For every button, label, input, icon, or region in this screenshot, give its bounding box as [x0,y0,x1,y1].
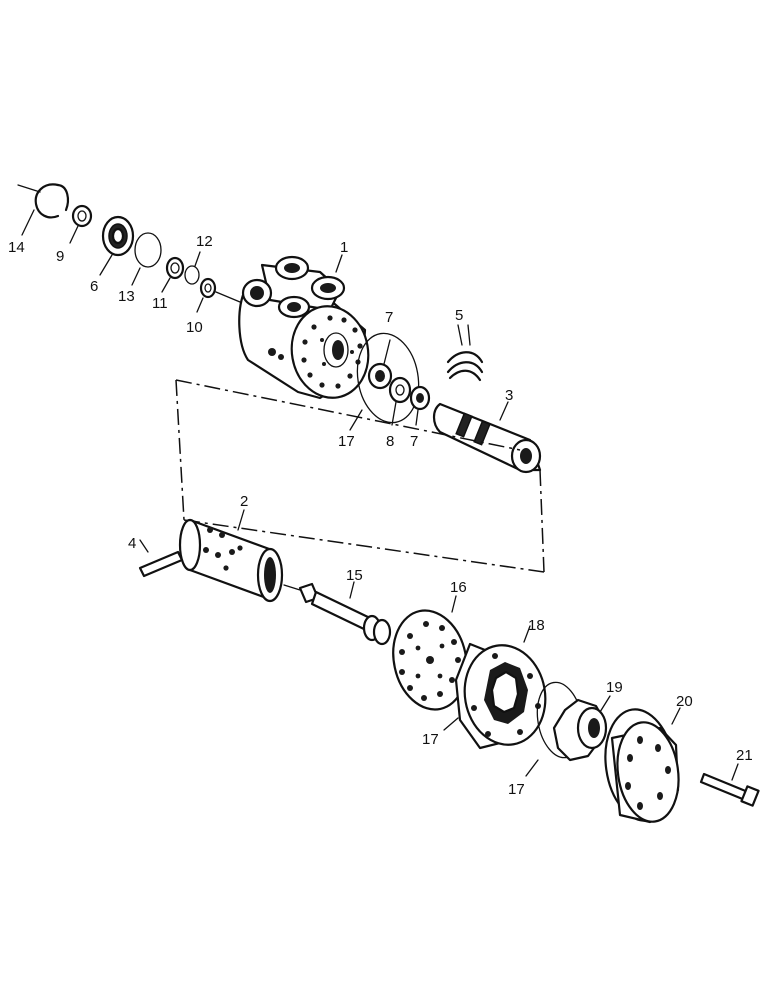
part-10-seal [196,277,217,313]
part-21-bolt [699,763,760,807]
part-6-nut [99,215,135,276]
callout-17-upper: 17 [338,433,355,450]
centerline-upper [17,184,41,193]
part-17-gasket-upper [349,332,420,431]
part-19-rotor [552,695,611,762]
part-13-o-ring [131,232,162,286]
callout-2: 2 [240,493,248,510]
callout-8: 8 [386,433,394,450]
callout-14: 14 [8,239,25,256]
callout-1: 1 [340,239,348,256]
callout-12: 12 [196,233,213,250]
callout-21: 21 [736,747,753,764]
callout-6: 6 [90,278,98,295]
part-5-springs [446,324,484,382]
alignment-line-bottom [183,519,545,573]
callout-15: 15 [346,567,363,584]
part-1-housing [238,254,370,400]
part-7-washer-upper [367,339,393,390]
alignment-line-right [539,469,545,573]
part-12-ring [184,251,201,285]
callout-7-lower: 7 [410,433,418,450]
part-8-disc [388,376,412,426]
callout-18: 18 [528,617,545,634]
part-14-snap-ring [21,183,69,236]
part-11-seal [161,256,185,293]
part-2-sleeve [178,509,284,603]
callout-19: 19 [606,679,623,696]
callout-7-upper: 7 [385,309,393,326]
part-4-pin [138,539,184,578]
callout-5: 5 [455,307,463,324]
part-16-plate [392,595,468,711]
callout-11: 11 [152,295,168,312]
callout-4: 4 [128,535,136,552]
part-15-drive-shaft [283,581,392,646]
part-20-end-cap [604,707,681,824]
alignment-line-top [175,379,521,451]
callout-17-mid: 17 [422,731,439,748]
part-9-washer [69,204,93,244]
part-7-washer-lower [409,385,431,426]
part-3-spool [432,401,542,474]
callout-13: 13 [118,288,135,305]
callout-16: 16 [450,579,467,596]
callout-10: 10 [186,319,203,336]
callout-17-lower: 17 [508,781,525,798]
part-18-gerotor [443,625,547,750]
callout-9: 9 [56,248,64,265]
alignment-line-left [175,379,185,521]
callout-20: 20 [676,693,693,710]
callout-3: 3 [505,387,513,404]
